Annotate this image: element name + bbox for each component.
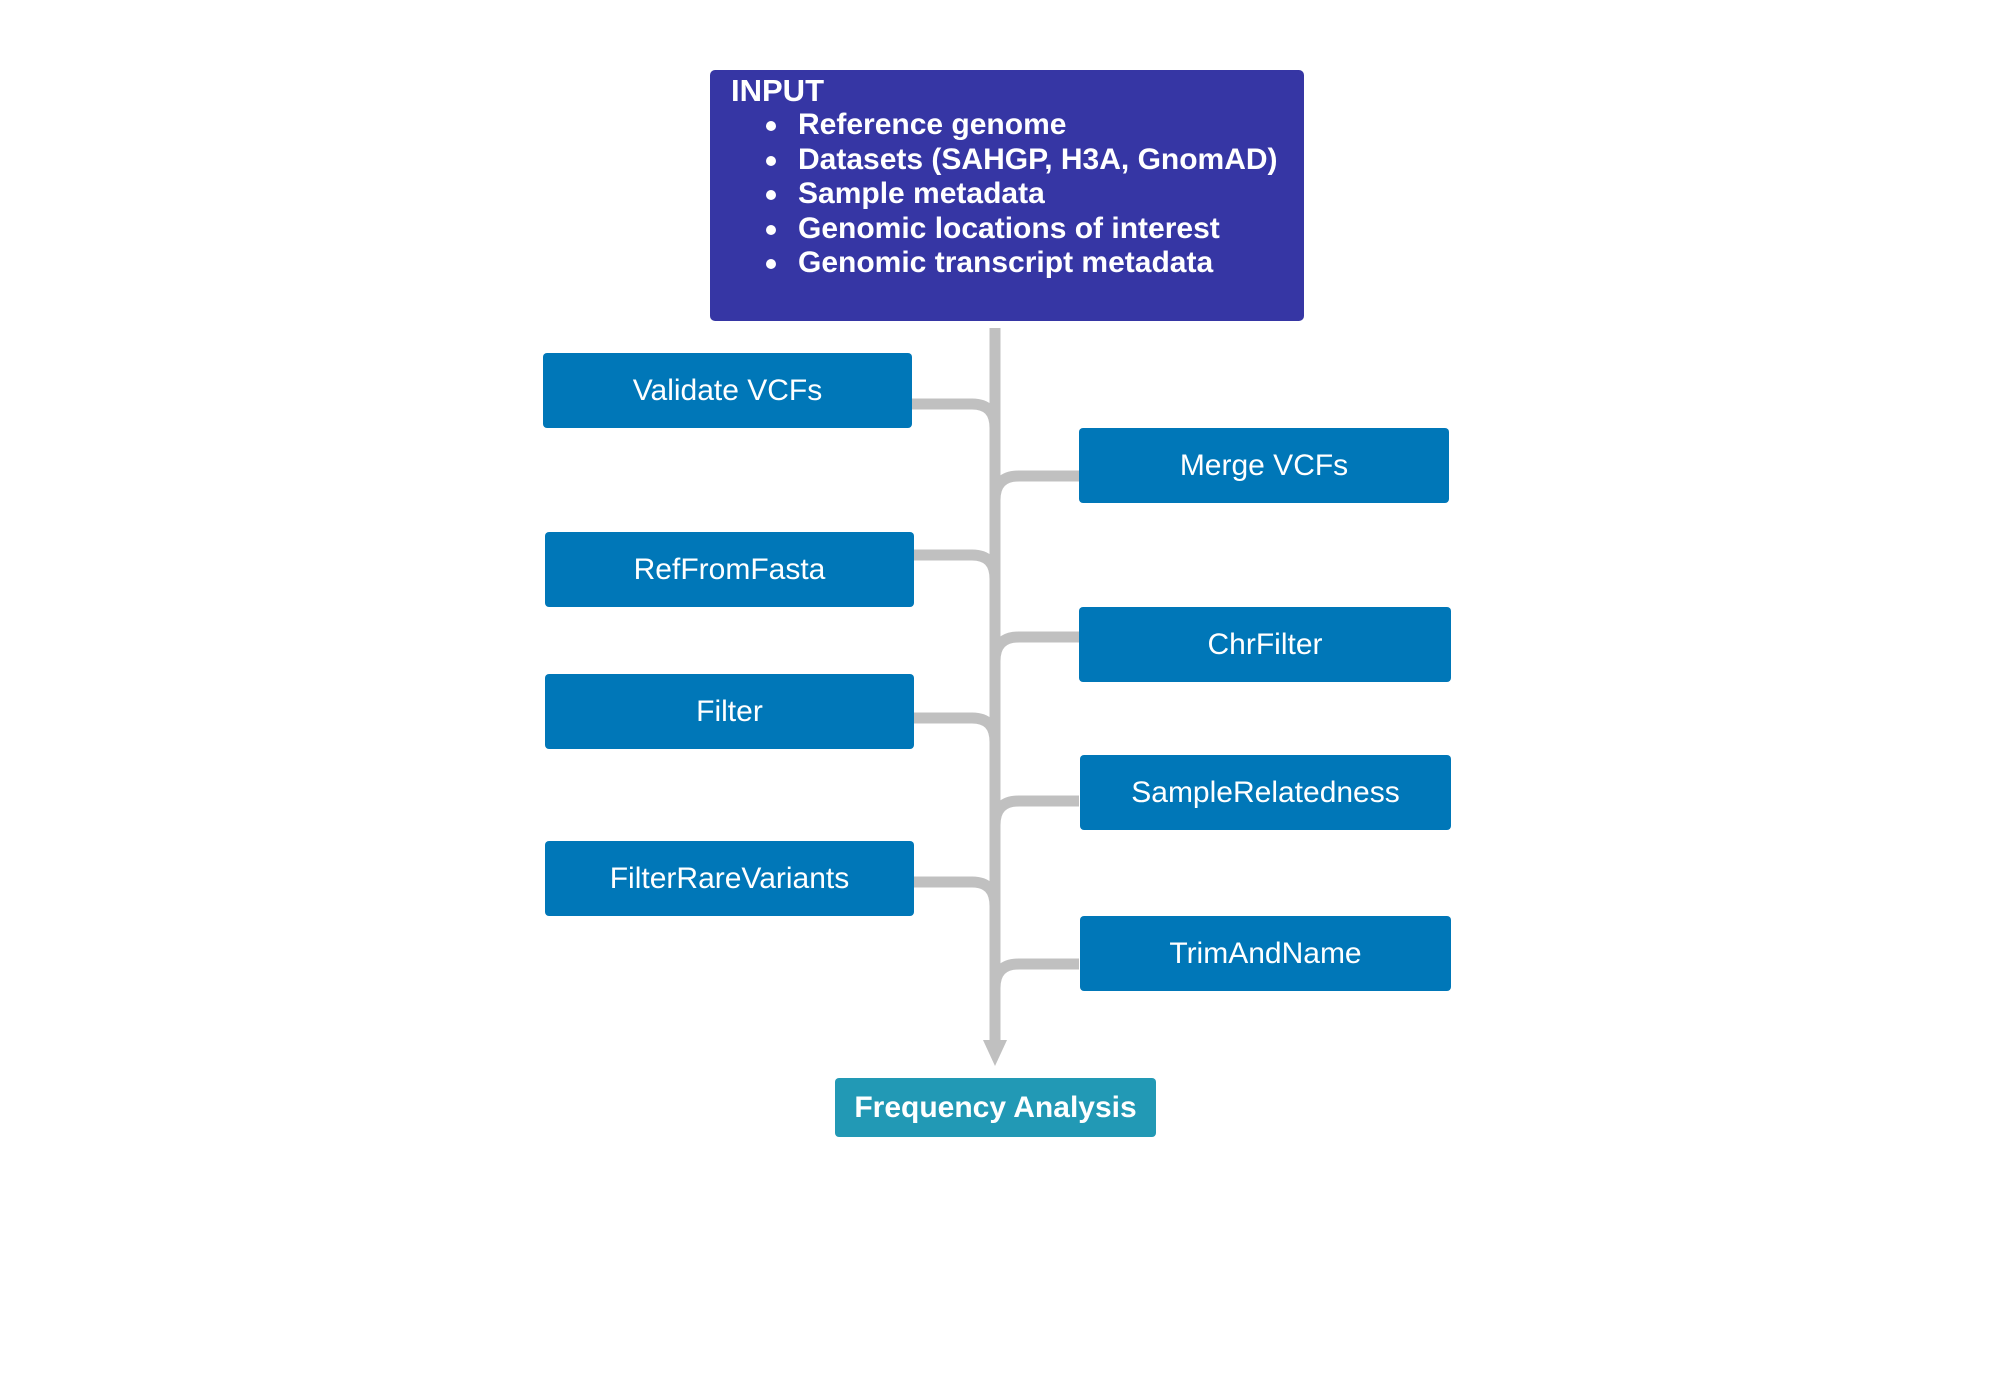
input-list: Reference genome Datasets (SAHGP, H3A, G… [731,108,1304,281]
connector-filter [914,712,1001,743]
input-item-transcript-metadata: Genomic transcript metadata [766,246,1304,281]
input-box: INPUT Reference genome Datasets (SAHGP, … [710,70,1304,321]
step-ref-from-fasta: RefFromFasta [545,532,914,607]
input-title: INPUT [731,73,824,108]
output-frequency-analysis: Frequency Analysis [835,1078,1156,1137]
step-chr-filter: ChrFilter [1079,607,1451,682]
step-filter: Filter [545,674,914,749]
flow-arrow-head [983,1040,1007,1066]
connector-trim-and-name [989,958,1079,989]
input-item-reference-genome: Reference genome [766,108,1304,143]
connector-chr-filter [989,631,1079,662]
input-item-genomic-locations: Genomic locations of interest [766,212,1304,247]
step-filter-rare-variants: FilterRareVariants [545,841,914,916]
step-merge-vcfs: Merge VCFs [1079,428,1449,503]
connector-sample-relatedness [989,795,1079,826]
input-item-sample-metadata: Sample metadata [766,177,1304,212]
step-sample-relatedness: SampleRelatedness [1080,755,1451,830]
step-trim-and-name: TrimAndName [1080,916,1451,991]
connector-ref-from-fasta [914,549,1001,580]
connector-merge-vcfs [989,470,1079,501]
input-item-datasets: Datasets (SAHGP, H3A, GnomAD) [766,143,1304,178]
connector-validate-vcfs [912,398,1001,429]
connector-filter-rare-variants [914,876,1001,907]
step-validate-vcfs: Validate VCFs [543,353,912,428]
